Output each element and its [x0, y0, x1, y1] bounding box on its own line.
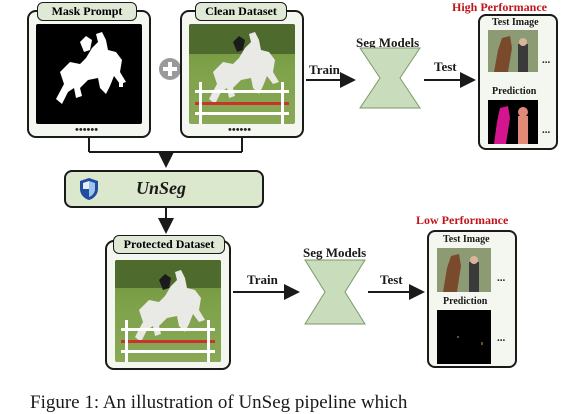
top-train-label: Train	[309, 62, 340, 77]
bottom-seg-models-label: Seg Models	[303, 245, 367, 260]
bottom-seg-model-shape	[304, 259, 366, 325]
horse-jump-scene	[189, 24, 295, 124]
mask-more-dots: ••••••	[75, 124, 99, 136]
bottom-train-label: Train	[247, 272, 278, 287]
top-seg-model-shape	[359, 47, 421, 109]
protected-horse-scene	[115, 260, 221, 362]
low-performance-label: Low Performance	[416, 213, 509, 227]
top-prediction-more: ...	[542, 124, 551, 136]
bottom-test-label: Test	[380, 272, 403, 287]
bottom-prediction-more: ...	[497, 332, 506, 344]
bottom-prediction-label: Prediction	[443, 296, 488, 307]
plus-icon	[159, 58, 181, 80]
top-prediction-image	[488, 100, 538, 144]
mask-prompt-tab: Mask Prompt	[37, 2, 137, 21]
shield-icon	[78, 177, 100, 201]
bottom-test-image	[437, 248, 491, 292]
top-test-image-label: Test Image	[492, 17, 539, 28]
protected-horse-photo	[115, 260, 221, 362]
protected-dataset-tab: Protected Dataset	[113, 235, 225, 254]
bottom-test-image-more: ...	[497, 272, 506, 284]
top-test-image	[488, 30, 538, 72]
horse-mask-silhouette	[56, 32, 126, 104]
top-seg-models-label: Seg Models	[356, 35, 420, 50]
top-test-image-more: ...	[542, 54, 551, 66]
clean-dataset-panel: ••••••	[180, 10, 304, 138]
clean-more-dots: ••••••	[228, 124, 252, 136]
figure-caption: Figure 1: An illustration of UnSeg pipel…	[30, 392, 408, 413]
mask-prompt-panel: ••••••	[27, 10, 151, 138]
mask-image	[36, 24, 142, 124]
high-performance-label: High Performance	[452, 0, 547, 14]
unseg-block: UnSeg	[64, 170, 264, 208]
top-prediction-label: Prediction	[492, 86, 537, 97]
clean-horse-photo	[189, 24, 295, 124]
bottom-output-panel: Test Image ... Prediction ...	[427, 230, 517, 368]
clean-dataset-tab: Clean Dataset	[195, 2, 287, 21]
top-output-panel: Test Image ... Prediction ...	[478, 14, 558, 150]
unseg-label: UnSeg	[136, 178, 187, 198]
bottom-prediction-image	[437, 310, 491, 364]
top-test-label: Test	[434, 59, 457, 74]
bottom-test-image-label: Test Image	[443, 234, 490, 245]
